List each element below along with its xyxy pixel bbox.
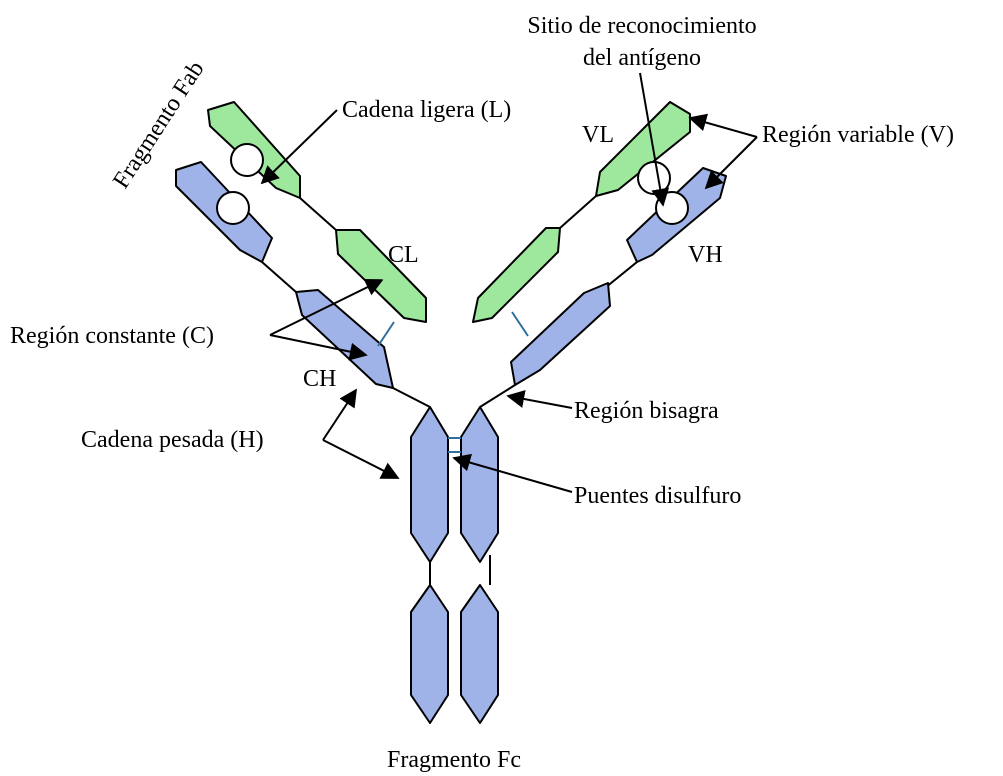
label-ch: CH xyxy=(303,366,336,392)
left-antigen-binding-site-light xyxy=(231,144,263,176)
arrow-variable-region-vh xyxy=(706,137,757,188)
label-light-chain: Cadena ligera (L) xyxy=(342,97,511,123)
fc-fragment-domains xyxy=(411,407,498,723)
label-vl: VL xyxy=(582,122,614,148)
label-cl: CL xyxy=(388,242,419,268)
right-interchain-disulfide xyxy=(512,312,528,336)
label-constant-region: Región constante (C) xyxy=(10,323,214,349)
arrow-heavy-chain-ch xyxy=(323,390,356,440)
label-hinge-region: Región bisagra xyxy=(574,398,719,424)
left-light-linker xyxy=(300,198,336,230)
label-antigen-site-line1: Sitio de reconocimiento xyxy=(527,13,756,39)
label-fc-fragment: Fragmento Fc xyxy=(387,747,521,773)
label-variable-region: Región variable (V) xyxy=(762,122,954,148)
arrow-variable-region-vl xyxy=(690,118,757,137)
right-antigen-binding-site-light xyxy=(638,162,670,194)
label-antigen-site-line2: del antígeno xyxy=(583,45,701,71)
left-antigen-binding-site-heavy xyxy=(217,192,249,224)
left-interchain-disulfide xyxy=(378,322,394,346)
left-hinge-link xyxy=(393,388,430,407)
left-heavy-ch2-domain xyxy=(411,407,448,562)
right-heavy-ch3-domain xyxy=(461,585,498,723)
left-heavy-linker xyxy=(262,262,296,292)
label-disulfide-bridges: Puentes disulfuro xyxy=(574,483,741,509)
right-heavy-ch2-domain xyxy=(461,407,498,562)
right-light-cl-domain xyxy=(473,228,560,322)
label-heavy-chain: Cadena pesada (H) xyxy=(81,427,264,453)
right-light-linker xyxy=(560,196,596,228)
disulfide-bridges-hinge xyxy=(448,438,461,452)
label-vh: VH xyxy=(688,242,723,268)
arrow-heavy-chain-stem xyxy=(323,440,398,478)
left-heavy-ch3-domain xyxy=(411,585,448,723)
arrow-hinge-region xyxy=(508,396,572,408)
